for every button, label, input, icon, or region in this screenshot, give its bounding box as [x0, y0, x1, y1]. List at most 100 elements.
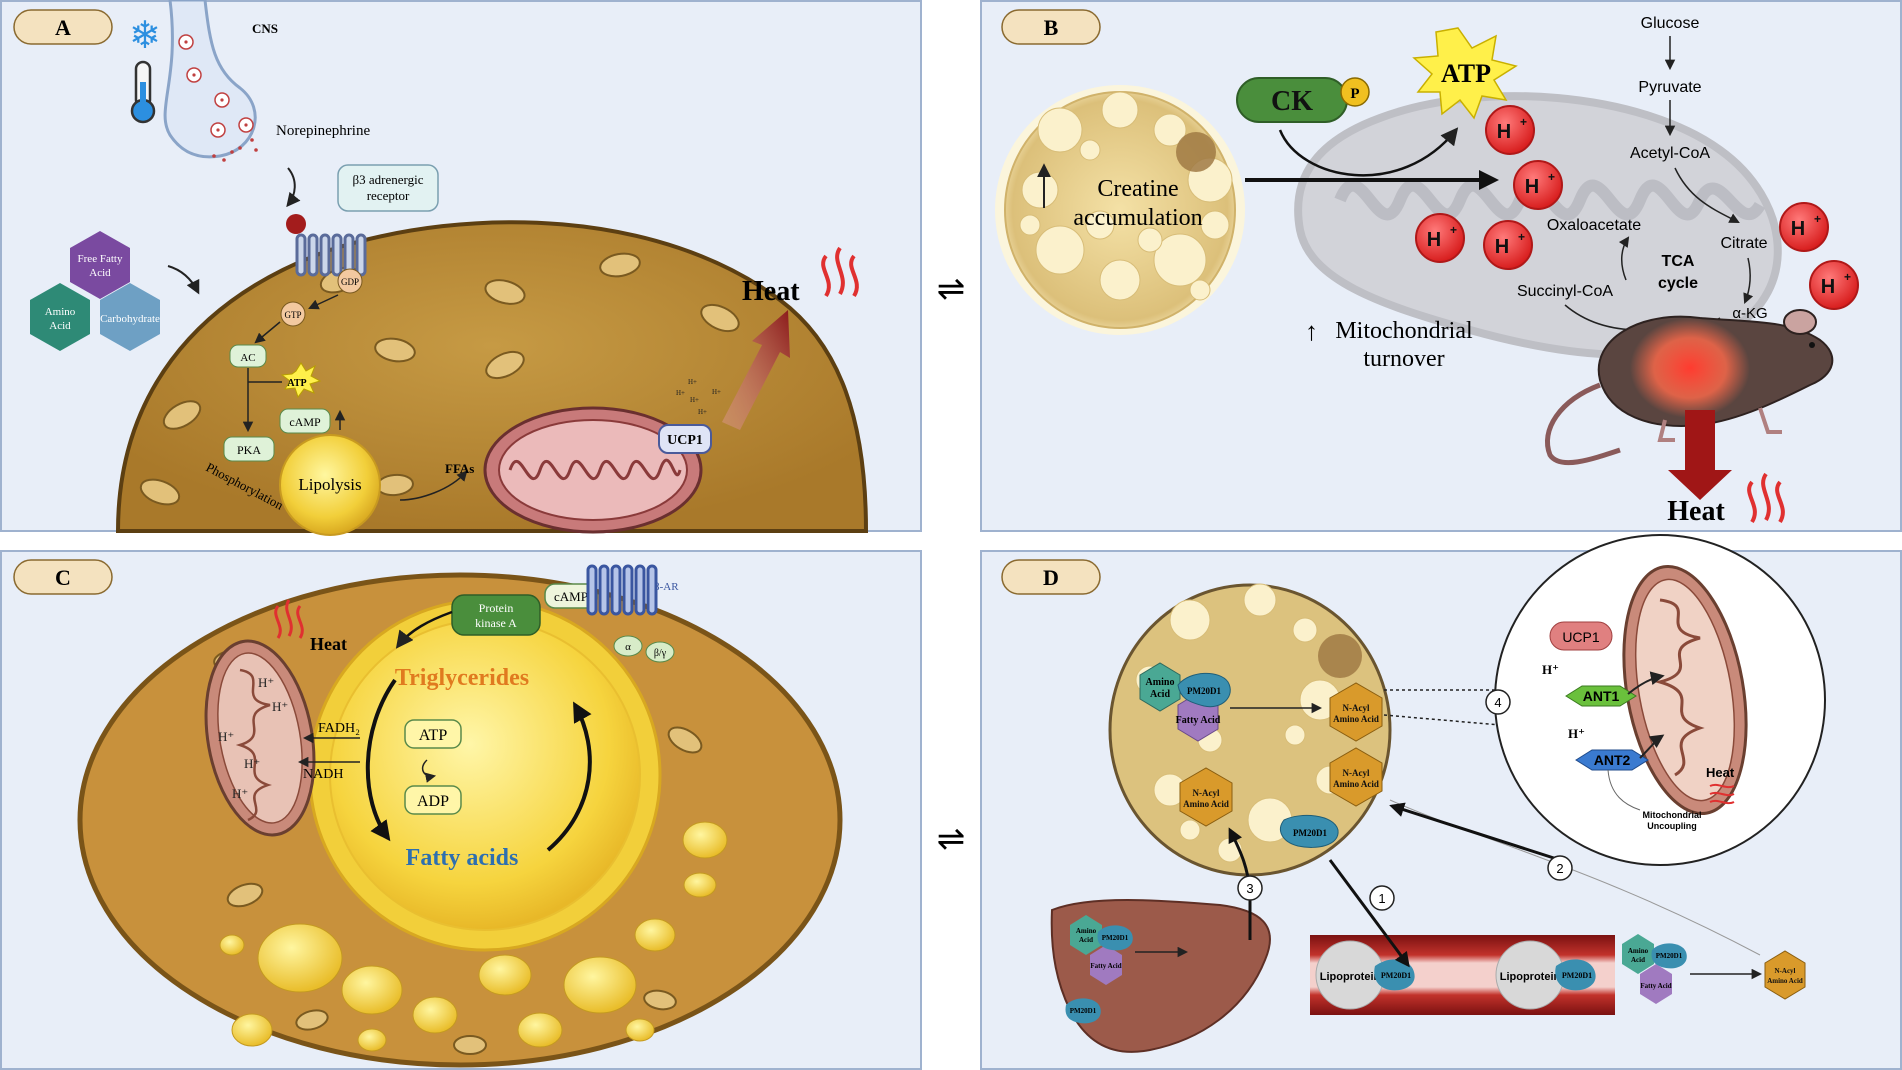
pm20d1-right: PM20D1: [1656, 952, 1683, 960]
equilibrium-symbol-bottom: ⇌: [937, 820, 966, 858]
panel-a-letter: A: [55, 15, 71, 40]
proton-plus-4: +: [1518, 230, 1525, 244]
proton-plus-6: +: [1844, 270, 1851, 284]
proton-h-6: H: [1821, 276, 1835, 298]
pm20d1-d-2: PM20D1: [1293, 828, 1327, 838]
proton-plus-2: +: [1548, 170, 1555, 184]
ac-label: AC: [240, 352, 255, 364]
mito-turnover-label-2: turnover: [1363, 346, 1444, 372]
step-3: 3: [1246, 881, 1253, 896]
mito-turnover-label-1: Mitochondrial: [1335, 318, 1473, 344]
proton-circles: [1415, 105, 1859, 310]
ffa-label-2: Acid: [89, 267, 111, 279]
gdp-label: GDP: [341, 277, 359, 287]
uncoupling-label-1: Mitochondrial: [1643, 810, 1702, 820]
proton-h-2: H: [1525, 176, 1539, 198]
triglycerides-label: Triglycerides: [395, 665, 529, 691]
pm20d1-vessel-1: PM20D1: [1381, 971, 1411, 980]
pka-label-a: PKA: [237, 443, 261, 457]
hplus-label-a: H+: [688, 378, 697, 386]
proton-plus-5: +: [1814, 212, 1821, 226]
fatty-acids-label: Fatty acids: [406, 845, 519, 871]
creatine-label-2: accumulation: [1073, 205, 1202, 231]
glucose-label: Glucose: [1641, 15, 1700, 32]
ucp1-label-a: UCP1: [667, 433, 703, 448]
p-label: P: [1350, 86, 1359, 102]
camp-label-c: cAMP: [554, 589, 588, 604]
creatine-label-1: Creatine: [1097, 176, 1178, 202]
proton-plus-3: +: [1450, 223, 1457, 237]
lipid-droplet: [279, 434, 381, 536]
hexagons-cell-d: [1139, 662, 1231, 742]
succinyl-coa-label: Succinyl-CoA: [1517, 283, 1613, 300]
hplus-c-4: H⁺: [244, 756, 260, 771]
receptor-label-1: β3 adrenergic: [353, 172, 424, 187]
nacyl-2b: Amino Acid: [1333, 779, 1379, 789]
proton-h-4: H: [1495, 236, 1509, 258]
uncoupling-label-2: Uncoupling: [1647, 821, 1697, 831]
atp-burst: [1412, 27, 1518, 120]
heat-waves-icon: [821, 246, 859, 298]
step-4: 4: [1494, 695, 1501, 710]
adp-label-c: ADP: [417, 793, 449, 810]
hplus-d-1: H⁺: [1542, 662, 1559, 677]
heat-waves-icon-c: [274, 599, 304, 639]
atp-label-a: ATP: [287, 378, 306, 389]
proton-plus-1: +: [1520, 115, 1527, 129]
thermometer-icon: [130, 60, 156, 124]
hplus-c-3: H⁺: [218, 729, 234, 744]
step-2: 2: [1556, 861, 1563, 876]
pka-label-c-1: Protein: [479, 601, 514, 615]
heat-arrow-b: [1668, 410, 1732, 500]
betagamma-label: β/γ: [654, 648, 667, 659]
oxaloacetate-label: Oxaloacetate: [1547, 217, 1641, 234]
heat-arrow-a: [722, 310, 790, 430]
hplus-label-a5: H+: [712, 388, 721, 396]
atp-label-c: ATP: [419, 727, 448, 744]
mouse-icon: [1544, 309, 1834, 466]
heat-waves-icon-d: [1709, 783, 1735, 805]
lipolysis-label: Lipolysis: [298, 475, 361, 494]
step-1: 1: [1378, 891, 1385, 906]
fadh2-label: FADH₂: [318, 721, 360, 736]
carbohydrate-label: Carbohydrate: [100, 313, 160, 325]
uparrow-mito: ↑: [1305, 317, 1318, 346]
pm20d1-liver-2: PM20D1: [1070, 1007, 1097, 1015]
ffas-label: FFAs: [445, 461, 474, 476]
acetyl-coa-label: Acetyl-CoA: [1630, 145, 1710, 162]
gtp-label: GTP: [284, 310, 301, 320]
tca-label-2: cycle: [1658, 275, 1698, 292]
fatty-acid-liver: Fatty Acid: [1090, 962, 1121, 970]
ucp1-label-d: UCP1: [1562, 629, 1600, 645]
nacyl-3b: Amino Acid: [1183, 799, 1229, 809]
equilibrium-symbol-top: ⇌: [937, 270, 966, 308]
amino-liver-1: Amino: [1076, 927, 1097, 935]
nutrient-hexagons: Free Fatty Acid Amino Acid Carbohydrate: [30, 231, 160, 351]
panel-a: A ❄ CNS Norepinephrine β3 adrenergic rec…: [0, 0, 922, 536]
ck-label: CK: [1271, 86, 1313, 117]
heat-label-d: Heat: [1706, 765, 1735, 780]
receptor-label-2: receptor: [367, 188, 410, 203]
heat-label-c: Heat: [310, 634, 347, 654]
pm20d1-vessel-2: PM20D1: [1562, 971, 1592, 980]
hplus-label-a4: H+: [698, 408, 707, 416]
nacyl-1b: Amino Acid: [1333, 714, 1379, 724]
tca-label-1: TCA: [1662, 253, 1695, 270]
proton-h-1: H: [1497, 121, 1511, 143]
heat-label-b: Heat: [1667, 496, 1725, 527]
mitochondrion-c: [204, 639, 316, 837]
hplus-label-a2: H+: [676, 389, 685, 397]
amino-right-2: Acid: [1631, 956, 1645, 964]
ant2-label: ANT2: [1594, 752, 1631, 768]
hplus-label-a3: H+: [690, 396, 699, 404]
pka-label-c-2: kinase A: [475, 616, 517, 630]
fatty-acid-right: Fatty Acid: [1640, 982, 1671, 990]
pm20d1-liver-1: PM20D1: [1102, 934, 1129, 942]
proton-h-3: H: [1427, 229, 1441, 251]
nacyl-2a: N-Acyl: [1343, 768, 1370, 778]
nacyl-1a: N-Acyl: [1343, 703, 1370, 713]
akg-label: α-KG: [1732, 305, 1767, 322]
amino-label-1: Amino: [45, 306, 76, 318]
panel-b-letter: B: [1044, 15, 1059, 40]
